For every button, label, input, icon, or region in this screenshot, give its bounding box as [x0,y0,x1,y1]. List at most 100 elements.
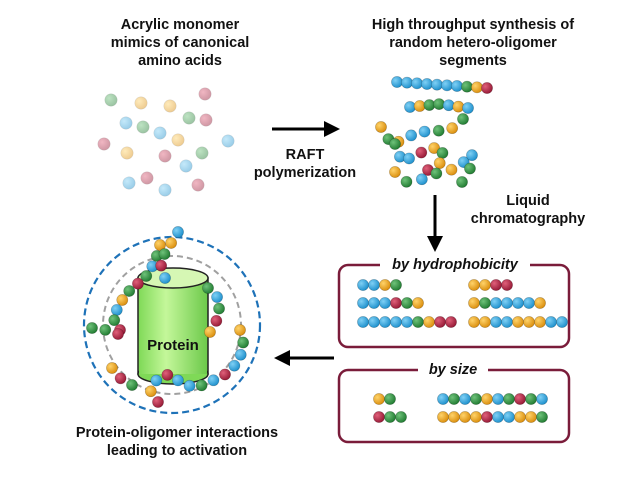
fraction-bead-orange [468,279,480,291]
monomer-blue [221,134,235,148]
bound-oligomer-blue [159,272,171,284]
fraction-bead-green [390,279,402,291]
bound-oligomer-orange [165,237,178,249]
fraction-bead-orange [479,316,491,328]
bound-oligomer-green [123,285,136,297]
monomer-red [198,87,212,101]
bound-oligomer-green [86,322,98,334]
bound-oligomer-blue [211,291,223,303]
monomer-red [140,171,154,185]
fraction-bead-green [525,393,537,405]
oligomer-chain-blue [391,76,403,88]
fraction-bead-orange [412,297,424,309]
monomer-green [182,111,196,125]
hydrophobicity-title: by hydrophobicity [392,257,518,273]
fraction-bead-orange [468,316,480,328]
fraction-bead-red [501,279,513,291]
monomer-label: Acrylic monomer mimics of canonical amin… [110,17,250,69]
monomer-orange [163,99,177,113]
fraction-bead-blue [357,316,369,328]
bound-oligomer-blue [172,374,184,387]
bound-oligomer-green [126,379,138,391]
oligomer-chain-blue [418,125,431,138]
arrow-chromatography [427,195,443,252]
bound-oligomer-green [158,248,171,260]
bound-oligomer-orange [106,362,118,374]
interaction-label: Protein-oligomer interactions leading to… [75,425,279,459]
oligomer-chain-green [436,147,449,159]
fraction-bead-red [490,279,502,291]
fraction-bead-orange [534,316,546,328]
oligomer-chain-green [456,176,468,188]
oligomer-chain-orange [445,163,458,176]
oligomer-chain-orange [389,166,401,178]
fraction-bead-red [445,316,457,328]
fraction-bead-blue [492,393,504,405]
fraction-bead-orange [534,297,546,309]
fraction-bead-blue [503,411,515,423]
oligomer-chain-blue [415,173,428,186]
fraction-bead-orange [512,316,524,328]
fraction-bead-blue [501,297,513,309]
fraction-bead-blue [523,297,535,309]
fraction-bead-orange [373,393,385,405]
fraction-bead-blue [437,393,449,405]
oligomer-chain-blue [466,149,478,162]
monomer-green [195,146,209,160]
fraction-bead-orange [481,393,493,405]
fraction-bead-green [395,411,407,423]
fraction-bead-green [412,316,424,328]
oligomer-chain-red [481,82,493,94]
outer-dashed-ring [82,235,262,415]
fraction-bead-blue [357,279,369,291]
monomer-green [104,93,118,107]
bound-oligomer-red [152,396,164,408]
fraction-bead-green [384,393,396,405]
bound-oligomer-green [140,270,153,282]
monomer-red [199,113,213,127]
arrow-raft [272,121,340,137]
fraction-bead-orange [448,411,460,423]
monomer-red [191,178,205,192]
fraction-bead-orange [437,411,449,423]
fraction-bead-green [503,393,515,405]
fraction-bead-green [536,411,548,423]
oligomer-chain-green [400,175,413,188]
monomer-orange [120,146,134,160]
fraction-bead-red [390,297,402,309]
fraction-bead-green [401,297,413,309]
oligomer-chain-blue [403,152,415,165]
fraction-bead-red [434,316,446,328]
oligomer-chain-green [461,80,473,93]
bound-oligomer-orange [116,294,129,306]
fraction-bead-blue [545,316,557,328]
oligomer-chain-green [432,124,445,137]
bound-oligomer-green [99,323,112,336]
fraction-bead-green [479,297,491,309]
monomer-blue [179,159,193,173]
bound-oligomer-orange [234,324,246,336]
fraction-bead-orange [468,297,480,309]
bound-oligomer-red [155,259,168,272]
bound-oligomer-green [202,282,214,294]
fraction-bead-blue [368,279,380,291]
fraction-bead-blue [536,393,548,405]
oligomer-chain-blue [405,129,418,142]
chromatography-label: Liquid chromatography [470,193,586,227]
bound-oligomer-orange [154,239,166,251]
fraction-bead-blue [401,316,413,328]
bead-layer [86,76,568,423]
fraction-bead-blue [390,316,402,328]
fraction-bead-blue [459,393,471,405]
oligomer-chain-red [415,146,428,159]
fraction-bead-red [373,411,385,423]
monomer-blue [122,176,136,190]
bound-oligomer-red [112,328,124,340]
size-box [337,368,571,444]
oligomer-chain-green [457,113,469,125]
fraction-bead-blue [490,316,502,328]
oligomer-chain-orange [375,121,387,133]
bound-oligomer-blue [183,379,196,392]
oligomer-chain-blue [401,76,413,89]
